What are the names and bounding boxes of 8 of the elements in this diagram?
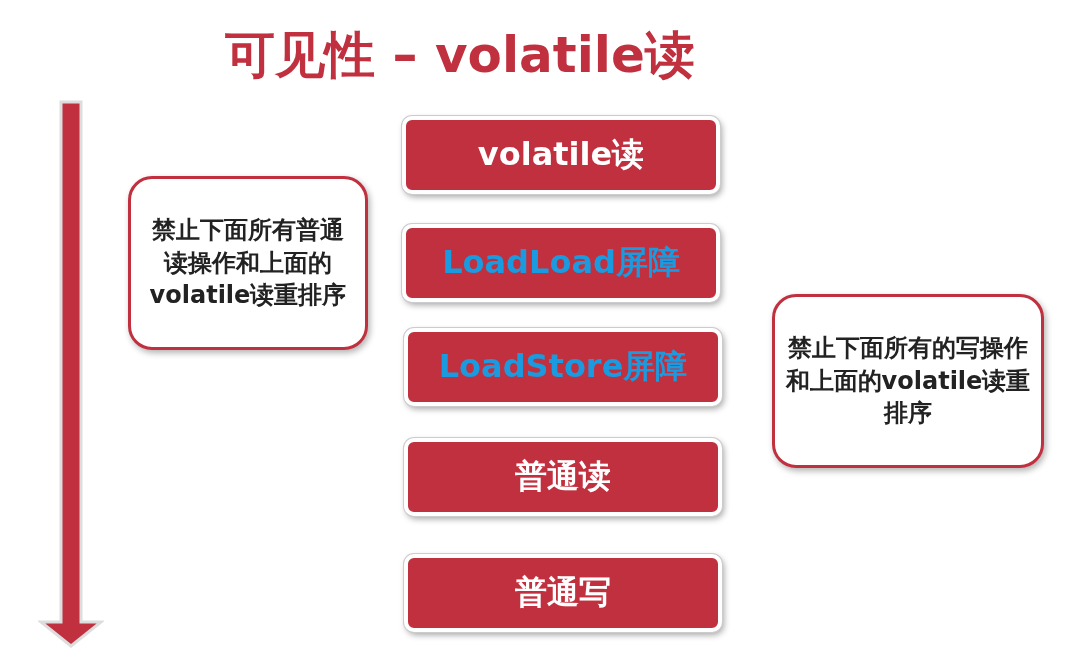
process-box: 普通读 bbox=[404, 438, 722, 516]
process-box: 普通写 bbox=[404, 554, 722, 632]
note-box: 禁止下面所有的写操作和上面的volatile读重排序 bbox=[772, 294, 1044, 468]
note-box: 禁止下面所有普通读操作和上面的volatile读重排序 bbox=[128, 176, 368, 350]
title: 可见性 – volatile读 bbox=[224, 25, 696, 86]
barrier-box: LoadLoad屏障 bbox=[402, 224, 720, 302]
barrier-box: LoadStore屏障 bbox=[404, 328, 722, 406]
process-box: volatile读 bbox=[402, 116, 720, 194]
